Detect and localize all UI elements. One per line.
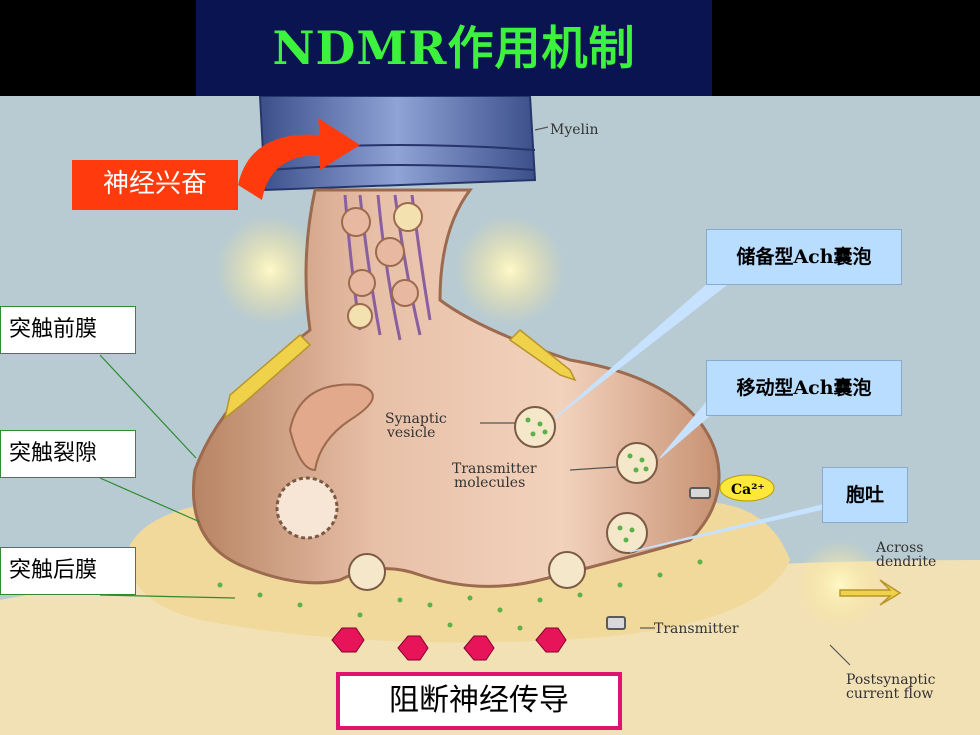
blocker-hexagon-icon bbox=[535, 627, 567, 653]
yellow-flow-arrow-icon bbox=[223, 328, 902, 606]
blocker-hexagon-icon bbox=[463, 635, 495, 661]
synaptic-cleft-callout: 突触裂隙 bbox=[0, 430, 136, 478]
exocytosis-callout: 胞吐 bbox=[822, 467, 908, 523]
red-arrow-icon bbox=[238, 118, 360, 200]
mitochondrion bbox=[288, 383, 374, 472]
recycling-vesicle bbox=[275, 476, 339, 540]
nerve-excitation-label: 神经兴奋 bbox=[72, 160, 238, 210]
receptors bbox=[606, 487, 711, 630]
synaptic-vesicle-label-2: vesicle bbox=[386, 425, 435, 441]
calcium-label: Ca²⁺ bbox=[731, 482, 765, 498]
postsynaptic-current-label: Postsynaptic bbox=[846, 672, 936, 688]
mobile-ach-vesicle-callout: 移动型Ach囊泡 bbox=[706, 360, 902, 416]
across-dendrite-label: Across bbox=[875, 540, 923, 556]
presynaptic-membrane-callout: 突触前膜 bbox=[0, 306, 136, 354]
myelin-label: Myelin bbox=[550, 122, 599, 138]
blocker-hexagon-icon bbox=[397, 635, 429, 661]
blocker-markers bbox=[331, 627, 567, 661]
page-title: NDMR作用机制 bbox=[272, 21, 636, 75]
postsynaptic-current-label-2: current flow bbox=[846, 686, 933, 702]
glow-dendrite bbox=[795, 540, 885, 630]
synaptic-vesicle-label: Synaptic bbox=[385, 411, 447, 427]
glow-right bbox=[455, 215, 565, 325]
block-conduction-label: 阻断神经传导 bbox=[336, 672, 622, 730]
postsynaptic-membrane-callout: 突触后膜 bbox=[0, 547, 136, 595]
title-bar bbox=[196, 0, 712, 96]
transmitter-molecules-label: Transmitter bbox=[452, 461, 537, 477]
transmitter-label: Transmitter bbox=[654, 621, 739, 637]
transmitter-dots bbox=[217, 417, 703, 631]
axon-vesicles bbox=[341, 202, 423, 329]
glow-left bbox=[215, 215, 325, 325]
reserve-ach-vesicle-callout: 储备型Ach囊泡 bbox=[706, 229, 902, 285]
ach-vesicles bbox=[348, 406, 658, 591]
across-dendrite-label-2: dendrite bbox=[876, 554, 936, 570]
blocker-hexagon-icon bbox=[331, 627, 365, 653]
transmitter-molecules-label-2: molecules bbox=[454, 475, 525, 491]
calcium-badge bbox=[719, 474, 775, 502]
